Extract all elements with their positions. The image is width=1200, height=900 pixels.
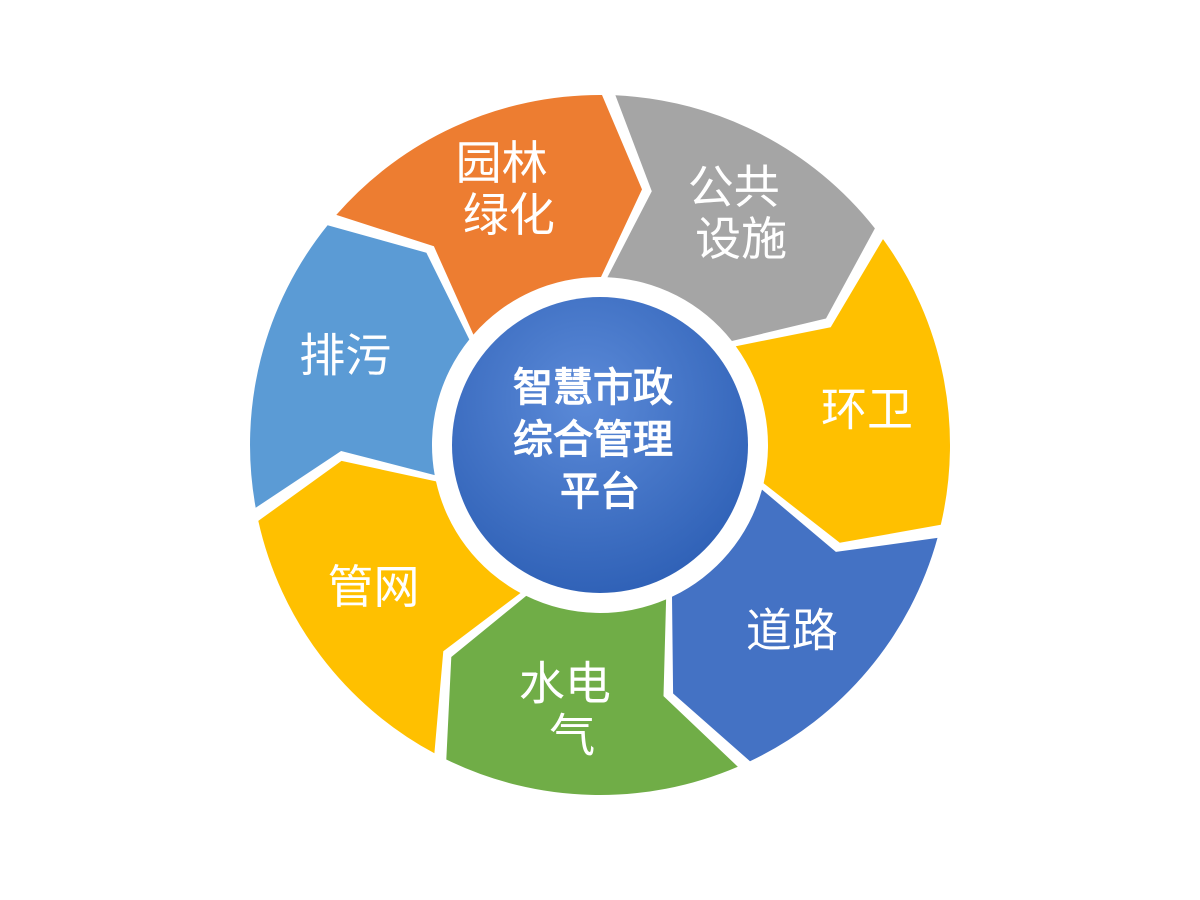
center-hub: 智慧市政 综合管理 平台 (442, 287, 758, 603)
segment-daolu (672, 489, 938, 762)
segment-label-shuidianqi: 水电 气 (519, 656, 626, 762)
segment-label-line: 绿化 (463, 187, 555, 241)
center-disc (452, 297, 748, 593)
segment-huanwei (735, 239, 951, 543)
segment-label-line: 园林 (456, 135, 548, 189)
segment-label-line: 排污 (299, 328, 391, 382)
center-title-line: 智慧市政 (513, 365, 673, 411)
segment-shuidianqi (446, 595, 738, 796)
segment-label-yuanlin: 园林 绿化 (456, 135, 563, 241)
segment-yuanlin (336, 94, 642, 335)
segment-gonggong (607, 95, 875, 341)
segment-label-line: 道路 (746, 603, 838, 657)
segment-label-guanwang: 管网 (328, 560, 420, 614)
center-title-line: 平台 (560, 469, 640, 515)
segment-paiwu (250, 225, 470, 508)
segment-label-line: 气 (549, 708, 595, 762)
segment-label-line: 水电 (519, 656, 611, 710)
segment-label-line: 环卫 (821, 382, 913, 436)
segment-label-huanwei: 环卫 (821, 382, 913, 436)
segment-label-line: 公共 (688, 160, 780, 214)
center-title: 智慧市政 综合管理 平台 (513, 365, 687, 515)
center-title-line: 综合管理 (513, 417, 673, 463)
segment-label-gonggong: 公共 设施 (688, 160, 795, 266)
segment-guanwang (258, 460, 521, 754)
segment-label-line: 设施 (695, 212, 787, 266)
segment-label-paiwu: 排污 (299, 328, 391, 382)
segment-label-daolu: 道路 (746, 603, 838, 657)
segment-label-line: 管网 (328, 560, 420, 614)
